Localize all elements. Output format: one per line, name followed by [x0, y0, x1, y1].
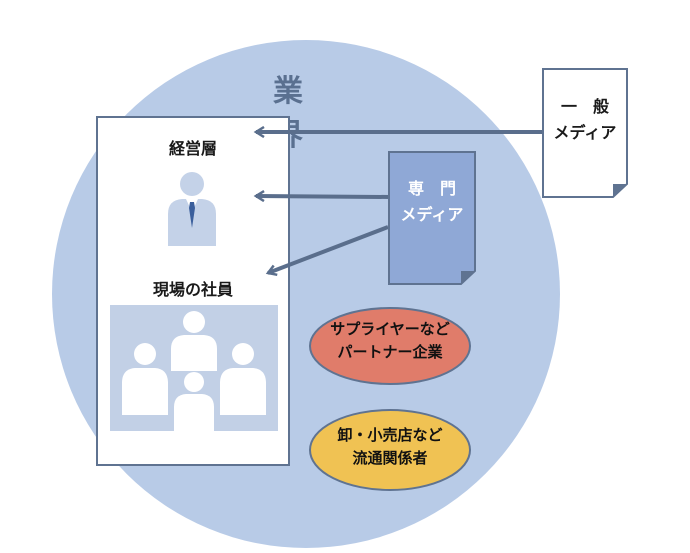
staff-group-icon: [122, 311, 266, 431]
staff-label: 現場の社員: [152, 280, 233, 299]
partner-label: サプライヤーなど パートナー企業: [310, 318, 470, 364]
partner-line2: パートナー企業: [337, 343, 443, 361]
specialized-media-line2: メディア: [400, 205, 464, 224]
retail-label: 卸・小売店など 流通関係者: [310, 424, 470, 470]
specialized-media-line1: 専 門: [407, 179, 456, 198]
retail-ellipse: [309, 409, 471, 491]
specialized-media-label: 専 門 メディア: [388, 176, 476, 228]
general-media-line2: メディア: [553, 123, 617, 142]
general-media-label: 一 般 メディア: [542, 94, 628, 146]
general-media-line1: 一 般: [560, 97, 609, 116]
partner-line1: サプライヤーなど: [330, 320, 450, 338]
retail-line2: 流通関係者: [352, 449, 428, 467]
specialized-to-executive-arrow: [256, 196, 391, 197]
general-media-document-icon: [542, 68, 628, 198]
executive-person-icon: [168, 172, 216, 246]
executive-label: 経営層: [168, 139, 217, 158]
retail-line1: 卸・小売店など: [337, 426, 443, 444]
specialized-to-staff-arrow: [268, 225, 389, 273]
partner-ellipse: [309, 307, 471, 385]
specialized-media-document-icon: [388, 151, 476, 285]
